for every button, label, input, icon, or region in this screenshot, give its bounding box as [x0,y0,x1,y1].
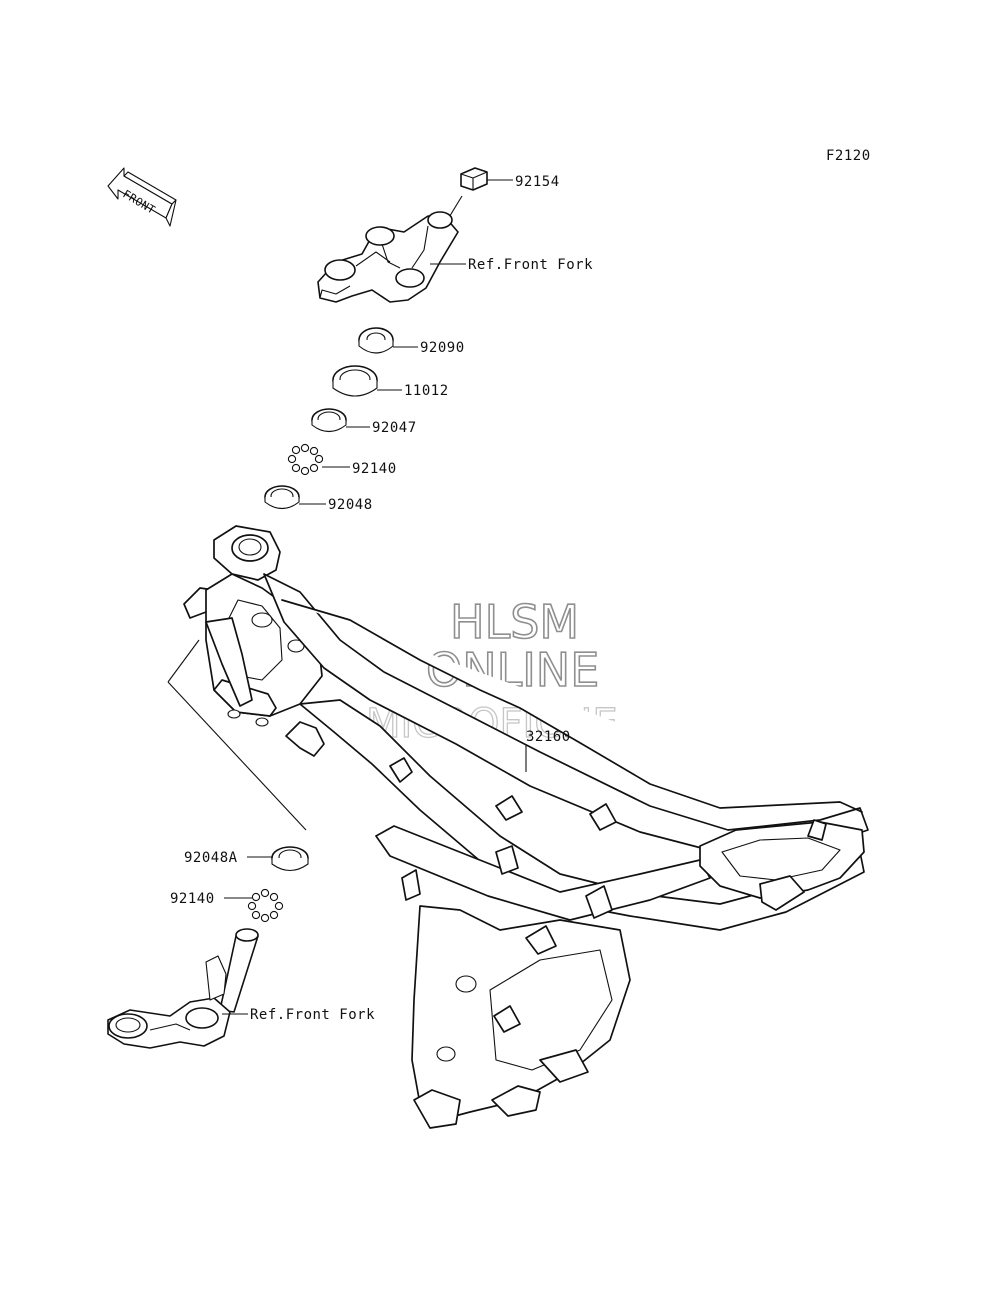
watermark-line-1: HLSM [450,595,579,649]
stem-nut-92154 [460,167,488,191]
callout-11012: 11012 [404,383,449,399]
main-frame-32160 [183,525,869,1129]
steel-balls-92140-lower [247,888,284,923]
callout-92090: 92090 [420,340,465,356]
lower-triple-clamp-stem [107,928,259,1049]
callout-92140-upper: 92140 [352,461,397,477]
callout-ref-front-fork-lower: Ref.Front Fork [250,1007,375,1023]
callout-92154: 92154 [515,174,560,190]
callout-ref-front-fork-upper: Ref.Front Fork [468,257,593,273]
callout-92047: 92047 [372,420,417,436]
steel-balls-92140-upper [287,443,324,476]
callout-32160: 32160 [526,729,571,745]
front-direction-arrow: FRONT [107,167,177,227]
washer-92090 [358,327,394,354]
figure-code: F2120 [826,148,871,164]
callout-92048A: 92048A [184,850,238,866]
race-92047 [311,408,347,433]
race-92048 [264,485,300,510]
callout-92140-lower: 92140 [170,891,215,907]
upper-triple-clamp [317,211,459,303]
callout-92048: 92048 [328,497,373,513]
race-92048A [271,846,309,872]
cap-11012 [332,365,378,397]
